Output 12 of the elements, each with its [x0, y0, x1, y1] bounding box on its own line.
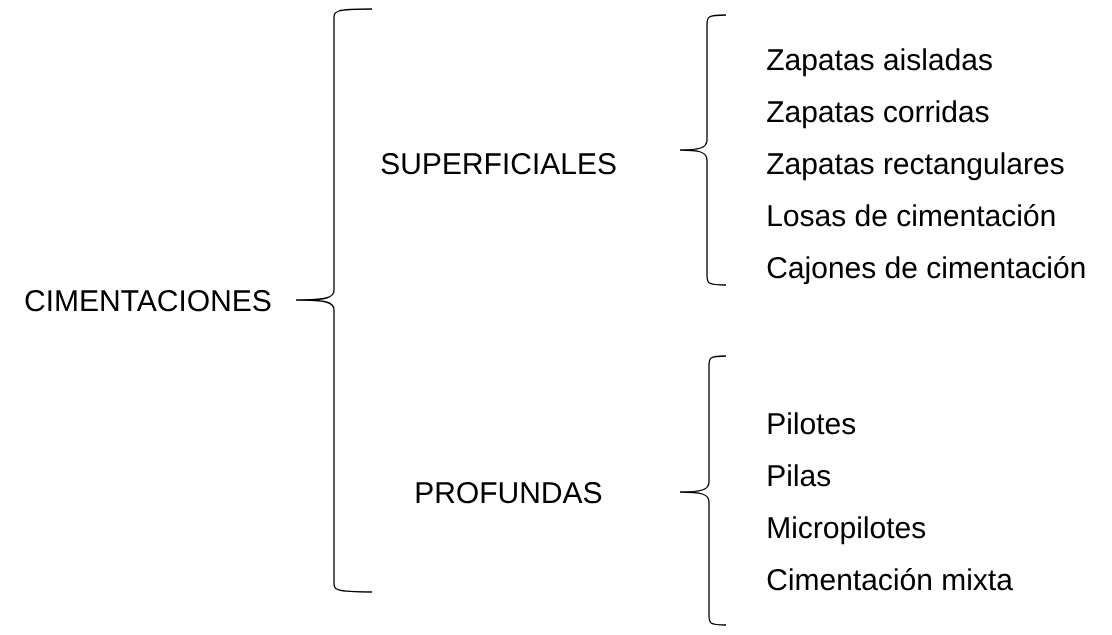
category-label: SUPERFICIALES [381, 153, 616, 175]
item-label: Micropilotes [768, 516, 926, 545]
item-label: Zapatas corridas [767, 100, 989, 129]
item-label: Zapatas aisladas [767, 48, 992, 77]
item-label: Losas de cimentación [768, 203, 1055, 227]
item-label: Cimentación mixta [767, 567, 1013, 591]
item-label: Cajones de cimentación [767, 255, 1085, 285]
item-label: Zapatas rectangulares [767, 152, 1064, 181]
category-label: PROFUNDAS [416, 482, 602, 504]
item-label: Pilas [768, 464, 831, 487]
term-label: CIMENTACIONES [25, 290, 271, 312]
item-label: Pilotes [768, 412, 856, 435]
